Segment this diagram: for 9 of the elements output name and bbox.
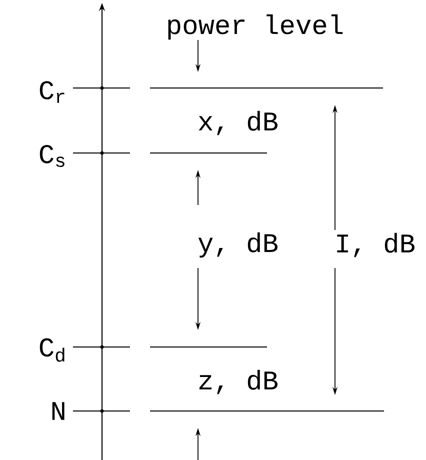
dimension-label: y, dB (198, 232, 278, 258)
level-label: C$_{d}$ (40, 338, 64, 362)
level-label: N (52, 402, 64, 420)
dimension-label: z, dB (199, 370, 278, 394)
level-label: C$_{r}$ (40, 81, 64, 103)
dimension-label: x, dB (198, 110, 278, 136)
level-label: C$_{s}$ (40, 145, 64, 167)
dimension-label: I, dB (337, 232, 414, 258)
axis-title: power level (168, 14, 343, 40)
